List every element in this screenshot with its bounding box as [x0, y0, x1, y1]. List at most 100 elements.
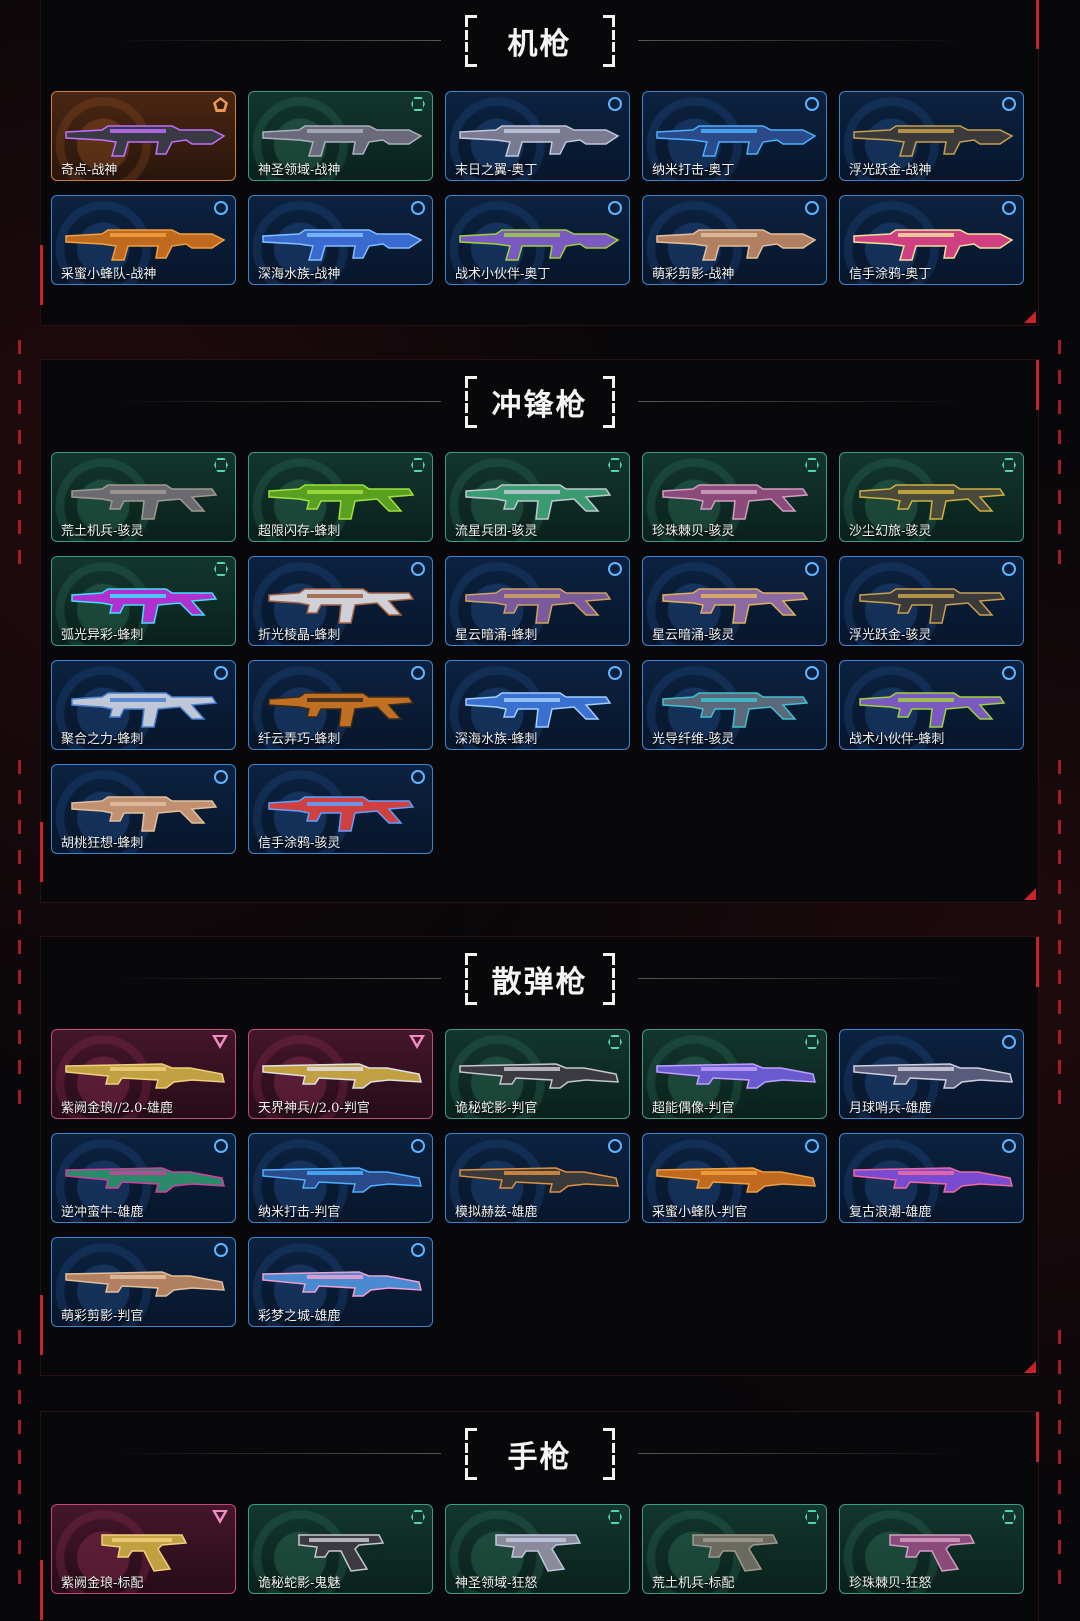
rarity-circle-icon: [411, 201, 425, 215]
weapon-body: [101, 1534, 188, 1572]
weapon-skin-card[interactable]: 逆冲蛮牛-雄鹿: [51, 1133, 236, 1223]
weapon-body: [65, 125, 226, 157]
weapon-skin-card[interactable]: 超限闪存-蜂刺: [248, 452, 433, 542]
weapon-skin-card[interactable]: 弧光异彩-蜂刺: [51, 556, 236, 646]
weapon-skin-card[interactable]: 沙尘幻旅-骇灵: [839, 452, 1024, 542]
rarity-circle-icon: [214, 201, 228, 215]
weapon-skin-card[interactable]: 纤云弄巧-蜂刺: [248, 660, 433, 750]
weapon-skin-card[interactable]: 紫阙金琅-标配: [51, 1504, 236, 1594]
weapon-accent: [110, 490, 166, 494]
weapon-skin-card[interactable]: 萌彩剪影-判官: [51, 1237, 236, 1327]
weapon-accent: [504, 1067, 560, 1071]
weapon-skin-card[interactable]: 萌彩剪影-战神: [642, 195, 827, 285]
weapon-accent: [307, 1067, 363, 1071]
header-divider-right: [638, 40, 968, 41]
rarity-circle-icon: [805, 1139, 819, 1153]
rarity-circle-icon: [805, 562, 819, 576]
rarity-circle-icon: [805, 666, 819, 680]
weapon-body: [268, 588, 415, 624]
weapon-skin-card[interactable]: 纳米打击-奥丁: [642, 91, 827, 181]
weapon-skin-card[interactable]: 纳米打击-判官: [248, 1133, 433, 1223]
weapon-skin-card[interactable]: 星云暗涌-骇灵: [642, 556, 827, 646]
section-title: 散弹枪: [491, 965, 588, 1000]
rarity-circle-icon: [805, 201, 819, 215]
weapon-body: [268, 796, 415, 832]
weapon-body: [65, 1063, 225, 1089]
rarity-hex-icon: [608, 458, 622, 472]
weapon-category-section: 机枪奇点-战神神圣领域-战神末日之翼-奥丁 纳米打击-奥丁浮光跃金-战神采蜜小蜂队…: [40, 0, 1039, 326]
rarity-hex-icon: [214, 562, 228, 576]
weapon-skin-card[interactable]: 诡秘蛇影-鬼魅: [248, 1504, 433, 1594]
weapon-skin-card[interactable]: 月球哨兵-雄鹿: [839, 1029, 1024, 1119]
weapon-skin-card[interactable]: 神圣领域-狂怒: [445, 1504, 630, 1594]
weapon-skin-card[interactable]: 深海水族-蜂刺: [445, 660, 630, 750]
weapon-skin-card[interactable]: 末日之翼-奥丁: [445, 91, 630, 181]
weapon-skin-card[interactable]: 采蜜小蜂队-判官: [642, 1133, 827, 1223]
rarity-hex-icon: [411, 458, 425, 472]
weapon-body: [459, 1063, 619, 1089]
weapon-skin-name: 沙尘幻旅-骇灵: [849, 524, 932, 539]
weapon-skin-card[interactable]: 超能偶像-判官: [642, 1029, 827, 1119]
weapon-skin-name: 萌彩剪影-战神: [652, 267, 735, 282]
weapon-skin-card[interactable]: 珍珠棘贝-骇灵: [642, 452, 827, 542]
weapon-skin-card[interactable]: 珍珠棘贝-狂怒: [839, 1504, 1024, 1594]
weapon-skin-card[interactable]: 折光棱晶-蜂刺: [248, 556, 433, 646]
rarity-circle-icon: [411, 666, 425, 680]
weapon-skin-card[interactable]: 采蜜小蜂队-战神: [51, 195, 236, 285]
weapon-skin-card[interactable]: 星云暗涌-蜂刺: [445, 556, 630, 646]
weapon-skin-card[interactable]: 浮光跃金-骇灵: [839, 556, 1024, 646]
rarity-hex-icon: [214, 458, 228, 472]
weapon-skin-name: 战术小伙伴-奥丁: [455, 267, 551, 282]
weapon-skin-card[interactable]: 光导纤维-骇灵: [642, 660, 827, 750]
weapon-skin-card[interactable]: 胡桃狂想-蜂刺: [51, 764, 236, 854]
weapon-body: [465, 692, 612, 728]
weapon-accent: [701, 1171, 757, 1175]
weapon-skin-card[interactable]: 荒土机兵-标配: [642, 1504, 827, 1594]
weapon-skin-name: 月球哨兵-雄鹿: [849, 1101, 932, 1116]
weapon-body: [262, 1271, 422, 1297]
weapon-body: [262, 1167, 422, 1193]
weapon-skin-card[interactable]: 彩梦之城-雄鹿: [248, 1237, 433, 1327]
section-title: 手枪: [507, 1440, 572, 1475]
weapon-skin-card[interactable]: 战术小伙伴-奥丁: [445, 195, 630, 285]
weapon-skin-card[interactable]: 信手涂鸦-骇灵: [248, 764, 433, 854]
weapon-body: [465, 588, 612, 624]
weapon-skin-card[interactable]: 紫阙金琅//2.0-雄鹿: [51, 1029, 236, 1119]
weapon-skin-name: 诡秘蛇影-鬼魅: [258, 1576, 341, 1591]
weapon-skin-name: 萌彩剪影-判官: [61, 1309, 144, 1324]
header-divider-right: [638, 401, 968, 402]
weapon-accent: [110, 233, 166, 237]
weapon-skin-card[interactable]: 流星兵团-骇灵: [445, 452, 630, 542]
weapon-skin-card[interactable]: 奇点-战神: [51, 91, 236, 181]
rarity-hex-icon: [1002, 458, 1016, 472]
weapon-skin-card[interactable]: 信手涂鸦-奥丁: [839, 195, 1024, 285]
rarity-circle-icon: [608, 201, 622, 215]
section-title: 机枪: [507, 27, 572, 62]
weapon-skin-card[interactable]: 诡秘蛇影-判官: [445, 1029, 630, 1119]
header-bracket-frame: 散弹枪: [464, 953, 615, 1005]
weapon-body: [459, 229, 620, 261]
weapon-skin-card[interactable]: 浮光跃金-战神: [839, 91, 1024, 181]
weapon-skin-name: 深海水族-战神: [258, 267, 341, 282]
weapon-skin-card[interactable]: 神圣领域-战神: [248, 91, 433, 181]
weapon-skin-name: 末日之翼-奥丁: [455, 163, 538, 178]
weapon-accent: [701, 1067, 757, 1071]
weapon-accent: [110, 594, 166, 598]
weapon-skin-card[interactable]: 战术小伙伴-蜂刺: [839, 660, 1024, 750]
weapon-skin-name: 星云暗涌-蜂刺: [455, 628, 538, 643]
weapon-accent: [110, 698, 166, 702]
weapon-accent: [307, 1171, 363, 1175]
weapon-accent: [506, 1538, 566, 1542]
header-bracket-frame: 机枪: [464, 15, 615, 67]
weapon-skin-card[interactable]: 天界神兵//2.0-判官: [248, 1029, 433, 1119]
rarity-circle-icon: [608, 666, 622, 680]
section-header: 手枪: [41, 1426, 1038, 1482]
weapon-skin-card[interactable]: 荒土机兵-骇灵: [51, 452, 236, 542]
weapon-body: [65, 229, 226, 261]
weapon-skin-name: 胡桃狂想-蜂刺: [61, 836, 144, 851]
rarity-circle-icon: [1002, 666, 1016, 680]
weapon-skin-card[interactable]: 复古浪潮-雄鹿: [839, 1133, 1024, 1223]
weapon-skin-card[interactable]: 聚合之力-蜂刺: [51, 660, 236, 750]
weapon-skin-card[interactable]: 模拟赫兹-雄鹿: [445, 1133, 630, 1223]
weapon-skin-card[interactable]: 深海水族-战神: [248, 195, 433, 285]
